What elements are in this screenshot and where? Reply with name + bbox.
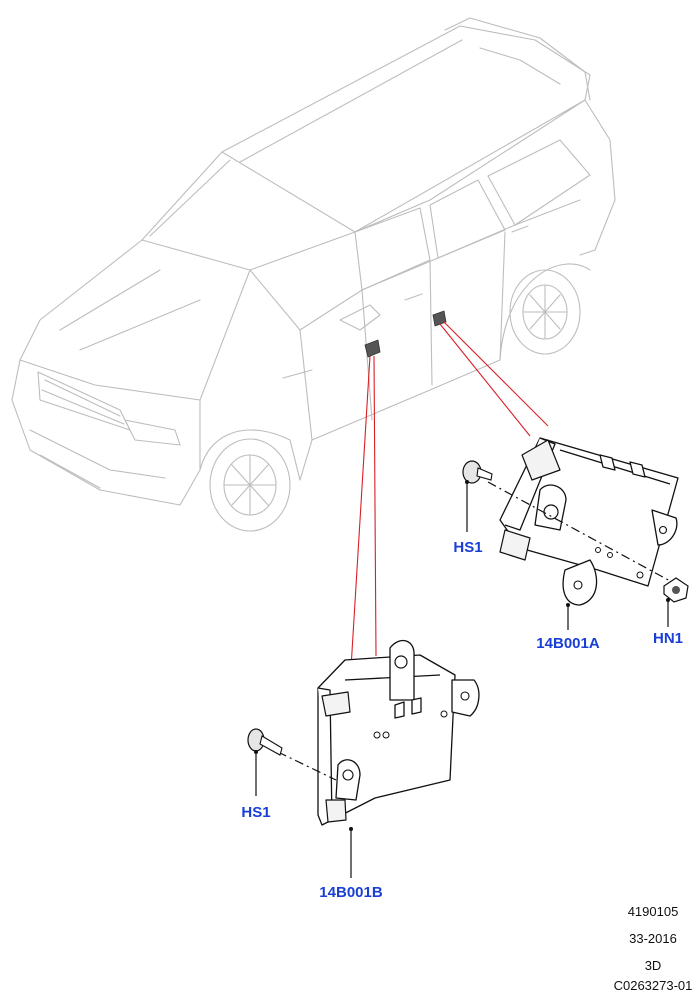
footer-line-4: C0263273-01 bbox=[614, 978, 693, 993]
module-14b001a bbox=[499, 437, 679, 606]
leader-lines bbox=[254, 480, 670, 878]
axis-line-lower bbox=[277, 751, 337, 781]
module-14b001b bbox=[317, 639, 480, 826]
footer-line-3: 3D bbox=[645, 958, 662, 973]
footer-line-1: 4190105 bbox=[628, 904, 679, 919]
bolt-hs1-lower bbox=[247, 728, 283, 756]
bolt-hs1-upper bbox=[462, 460, 493, 484]
location-marker-front-door bbox=[364, 339, 381, 358]
axis-line-upper bbox=[487, 481, 673, 583]
location-lines bbox=[350, 321, 549, 669]
callout-hs1-upper: HS1 bbox=[453, 539, 482, 556]
callout-hs1-lower: HS1 bbox=[241, 804, 270, 821]
callout-hn1: HN1 bbox=[653, 630, 683, 647]
location-marker-rear-door bbox=[432, 310, 447, 327]
callout-14b001a: 14B001A bbox=[536, 635, 600, 652]
callout-14b001b: 14B001B bbox=[319, 884, 383, 901]
nut-hn1 bbox=[663, 577, 689, 603]
footer-line-2: 33-2016 bbox=[629, 931, 677, 946]
footer-reference: 4190105 33-2016 3D C0263273-01 bbox=[614, 904, 693, 993]
